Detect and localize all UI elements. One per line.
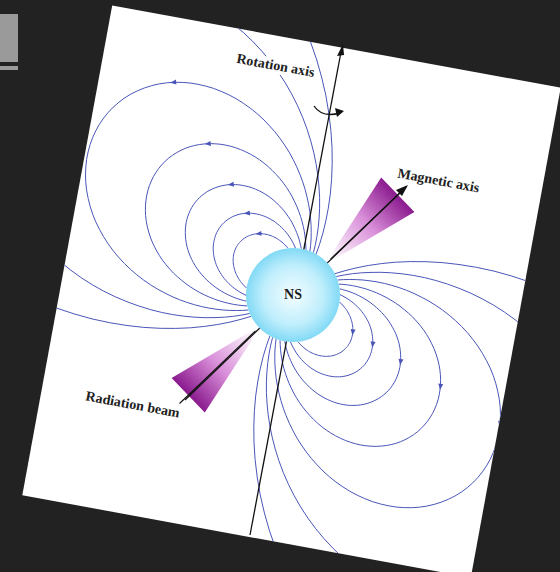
beam-axis	[180, 331, 256, 404]
field-arrow	[351, 329, 356, 335]
rotation-arrowhead	[335, 108, 344, 117]
field-arrow	[371, 341, 376, 347]
magnetic-axis-line	[185, 191, 402, 400]
magnetic-axis-arrowhead	[396, 185, 408, 196]
white-panel	[22, 5, 560, 572]
field-arrow	[205, 141, 211, 146]
field-arrow	[255, 231, 261, 236]
title-fragment	[0, 14, 18, 62]
star-label: NS	[284, 287, 302, 303]
radiation-beams	[172, 177, 415, 412]
rotation-axis-arrowhead	[337, 44, 344, 56]
field-arrow	[170, 80, 176, 85]
field-arrow	[398, 359, 403, 365]
field-arrow	[498, 421, 503, 427]
neutron-star: NS	[246, 248, 340, 342]
field-arrow	[438, 384, 443, 390]
field-arrow	[244, 210, 250, 215]
title-underline	[0, 66, 18, 70]
field-arrow	[228, 182, 234, 187]
